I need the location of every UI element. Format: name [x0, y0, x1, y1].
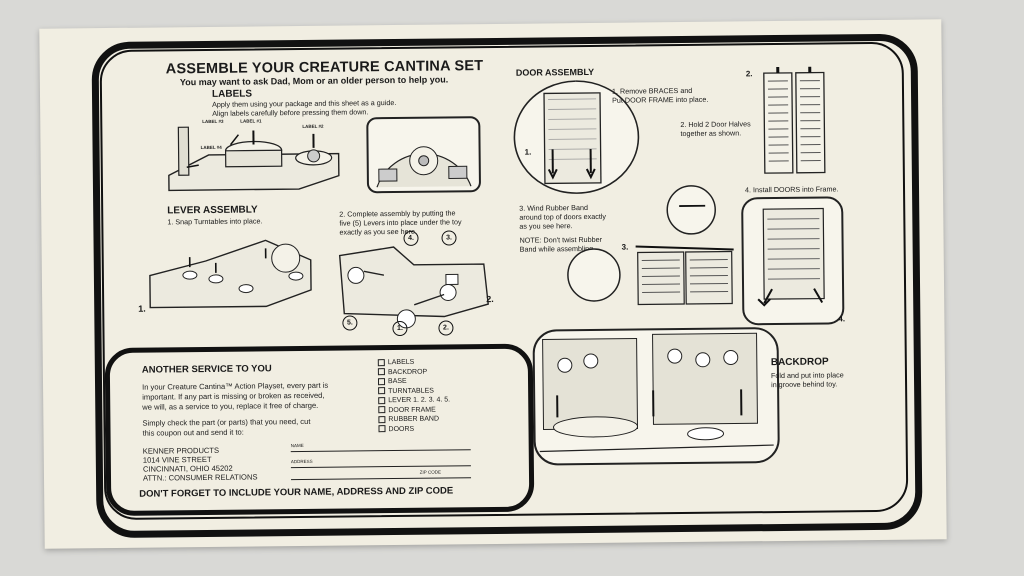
backdrop-heading: BACKDROP: [770, 356, 829, 369]
door-num-4: 4.: [838, 314, 846, 324]
checkbox-icon[interactable]: [377, 358, 385, 366]
checklist-label: LEVER 1. 2. 3. 4. 5.: [388, 396, 451, 405]
coupon-title: ANOTHER SERVICE TO YOU: [141, 363, 272, 376]
label-3-callout: LABEL #3: [202, 118, 224, 125]
checklist-label: DOORS: [388, 425, 415, 433]
checklist-label: BASE: [387, 377, 407, 386]
lever-marker-2: 2.: [438, 320, 454, 336]
checklist-label: TURNTABLES: [388, 387, 434, 395]
checkbox-icon[interactable]: [377, 368, 385, 376]
checkbox-icon[interactable]: [378, 425, 386, 433]
label-2-callout: LABEL #2: [302, 123, 324, 129]
rubber-band-illustration: [565, 181, 742, 309]
lever-marker-3: 3.: [441, 230, 457, 246]
door-num-2: 2.: [745, 69, 753, 79]
labels-detail-illustration: [366, 116, 482, 194]
checkbox-icon[interactable]: [378, 406, 386, 414]
checklist-label: RUBBER BAND: [388, 415, 440, 424]
lever-heading: LEVER ASSEMBLY: [167, 204, 258, 217]
checklist-label: LABELS: [387, 358, 415, 367]
address-line-4: ATTN.: CONSUMER RELATIONS: [142, 472, 258, 483]
lever-num-2: 2.: [486, 293, 494, 305]
door-step-1b: Put DOOR FRAME into place.: [612, 94, 709, 105]
labels-heading: LABELS: [211, 88, 253, 100]
checkbox-icon[interactable]: [378, 387, 386, 395]
backdrop-illustration: [532, 327, 780, 466]
checkbox-icon[interactable]: [377, 377, 386, 385]
name-field[interactable]: NAME: [290, 441, 471, 453]
address-field[interactable]: ADDRESS: [290, 457, 471, 469]
label-1-callout: LABEL #1: [240, 118, 262, 124]
checklist-label: BACKDROP: [387, 368, 428, 376]
replacement-coupon[interactable]: ANOTHER SERVICE TO YOU In your Creature …: [104, 343, 535, 517]
door-step-2b: together as shown.: [680, 128, 742, 139]
backdrop-text-b: in groove behind toy.: [771, 379, 838, 390]
lever-step-1: 1. Snap Turntables into place.: [167, 216, 263, 227]
address-field-label: ADDRESS: [290, 458, 313, 465]
turntable-illustration: [145, 230, 316, 312]
coupon-footer: DON'T FORGET TO INCLUDE YOUR NAME, ADDRE…: [139, 485, 454, 500]
checklist-item-lever[interactable]: LEVER 1. 2. 3. 4. 5.: [378, 395, 450, 405]
zip-code-field[interactable]: ZIP CODE: [290, 469, 472, 481]
door-num-1: 1.: [524, 147, 532, 157]
install-doors-illustration: [741, 196, 845, 326]
instruction-sheet: ASSEMBLE YOUR CREATURE CANTINA SET You m…: [39, 19, 947, 549]
lever-marker-1: 1.: [392, 320, 408, 337]
zip-code-field-label: ZIP CODE: [419, 469, 441, 475]
lever-num-1: 1.: [138, 303, 146, 314]
coupon-para-1c: we will, as a service to you, replace it…: [142, 400, 319, 412]
lever-assembly-illustration: [333, 234, 494, 332]
lever-marker-5: 5.: [342, 315, 358, 331]
lever-marker-4: 4.: [403, 230, 419, 246]
label-4-callout: LABEL #4: [200, 144, 222, 151]
parts-checklist: LABELS BACKDROP BASE TURNTABLES LEVER 1.…: [377, 357, 451, 434]
checklist-item-doors[interactable]: DOORS: [378, 424, 450, 434]
door-num-3: 3.: [621, 242, 629, 252]
checkbox-icon[interactable]: [378, 396, 386, 404]
coupon-para-2b: this coupon out and send it to:: [142, 427, 244, 438]
checkbox-icon[interactable]: [378, 415, 386, 423]
door-frame-illustration: [510, 78, 643, 197]
labels-illustration: [158, 114, 349, 194]
door-halves-illustration: [758, 66, 831, 177]
door-heading: DOOR ASSEMBLY: [515, 66, 595, 78]
checklist-label: DOOR FRAME: [388, 406, 436, 414]
door-step-4: 4. Install DOORS into Frame.: [744, 184, 839, 195]
name-field-label: NAME: [290, 442, 304, 449]
